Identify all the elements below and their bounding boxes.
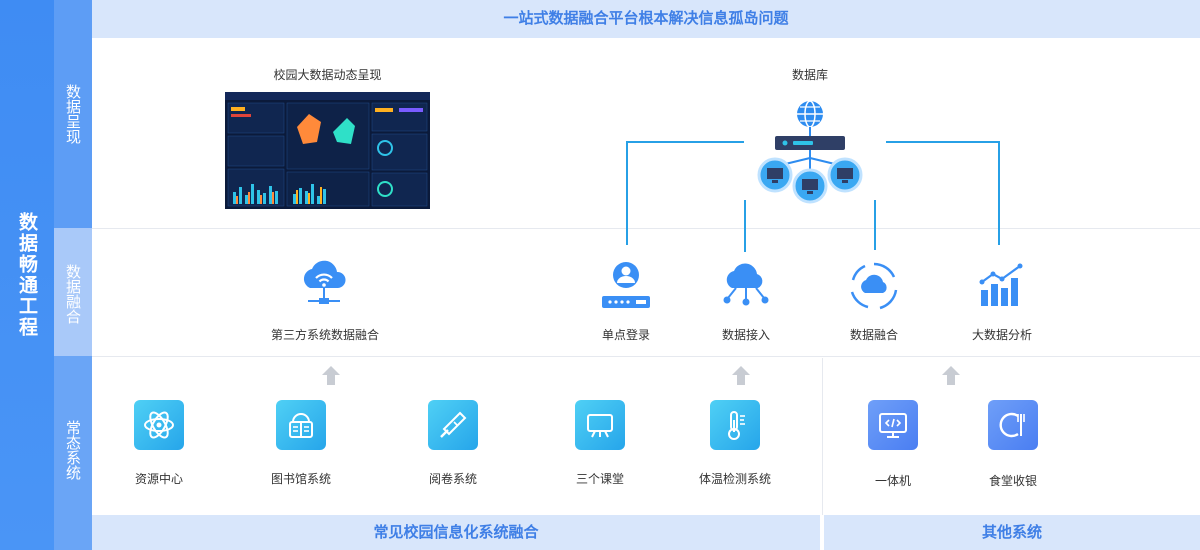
section-presentation-label: 数据呈现: [64, 84, 82, 144]
thermometer-icon: [710, 400, 760, 450]
up-arrow-icon: [732, 366, 750, 385]
section-fusion-label: 数据融合: [64, 264, 82, 324]
bottom-banner-campus: 常见校园信息化系统融合: [92, 515, 820, 550]
top-banner: 一站式数据融合平台根本解决信息孤岛问题: [92, 0, 1200, 38]
fusion-label: 数据融合: [849, 328, 898, 342]
connector-access: [744, 200, 746, 252]
cloud-network-icon: [720, 258, 772, 310]
divider-other-systems: [822, 358, 823, 515]
bar-chart-icon: [976, 262, 1026, 310]
system-exam-marking: 阅卷系统: [428, 472, 477, 486]
divider-fusion: [92, 356, 1200, 357]
canteen-icon: [988, 400, 1038, 450]
system-temperature: 体温检测系统: [698, 472, 771, 486]
main-side-label: 数据畅通工程: [16, 212, 38, 338]
dashboard-screenshot: [225, 92, 430, 209]
third-party-label: 第三方系统数据融合: [270, 328, 379, 342]
database-server-icon: [755, 100, 865, 206]
analysis-label: 大数据分析: [971, 328, 1032, 342]
cloud-wifi-icon: [296, 254, 352, 310]
divider-presentation: [92, 228, 1200, 229]
bottom-banner-other: 其他系统: [824, 515, 1200, 550]
up-arrow-icon: [942, 366, 960, 385]
scroll-icon: [428, 400, 478, 450]
system-library: 图书馆系统: [270, 472, 331, 486]
system-all-in-one: 一体机: [874, 474, 911, 488]
dashboard-title: 校园大数据动态呈现: [273, 68, 382, 82]
connector-sso-horizontal: [626, 141, 744, 143]
user-login-icon: [600, 258, 652, 310]
connector-analysis-horizontal: [886, 141, 1000, 143]
cloud-sync-icon: [848, 260, 900, 312]
code-monitor-icon: [868, 400, 918, 450]
library-icon: [276, 400, 326, 450]
connector-sso-vertical: [626, 141, 628, 245]
section-fusion-bar: 数据融合: [54, 228, 92, 356]
section-systems-bar: 常态系统: [54, 356, 92, 550]
system-canteen: 食堂收银: [988, 474, 1037, 488]
section-systems-label: 常态系统: [64, 420, 82, 480]
main-side-bar: [0, 0, 54, 550]
access-label: 数据接入: [721, 328, 770, 342]
connector-analysis-vertical: [998, 141, 1000, 245]
section-presentation-bar: 数据呈现: [54, 0, 92, 228]
system-resource-center: 资源中心: [134, 472, 183, 486]
sso-label: 单点登录: [601, 328, 650, 342]
system-three-classrooms: 三个课堂: [575, 472, 624, 486]
database-label: 数据库: [791, 68, 828, 82]
atom-icon: [134, 400, 184, 450]
up-arrow-icon: [322, 366, 340, 385]
connector-fusion: [874, 200, 876, 250]
classroom-screen-icon: [575, 400, 625, 450]
